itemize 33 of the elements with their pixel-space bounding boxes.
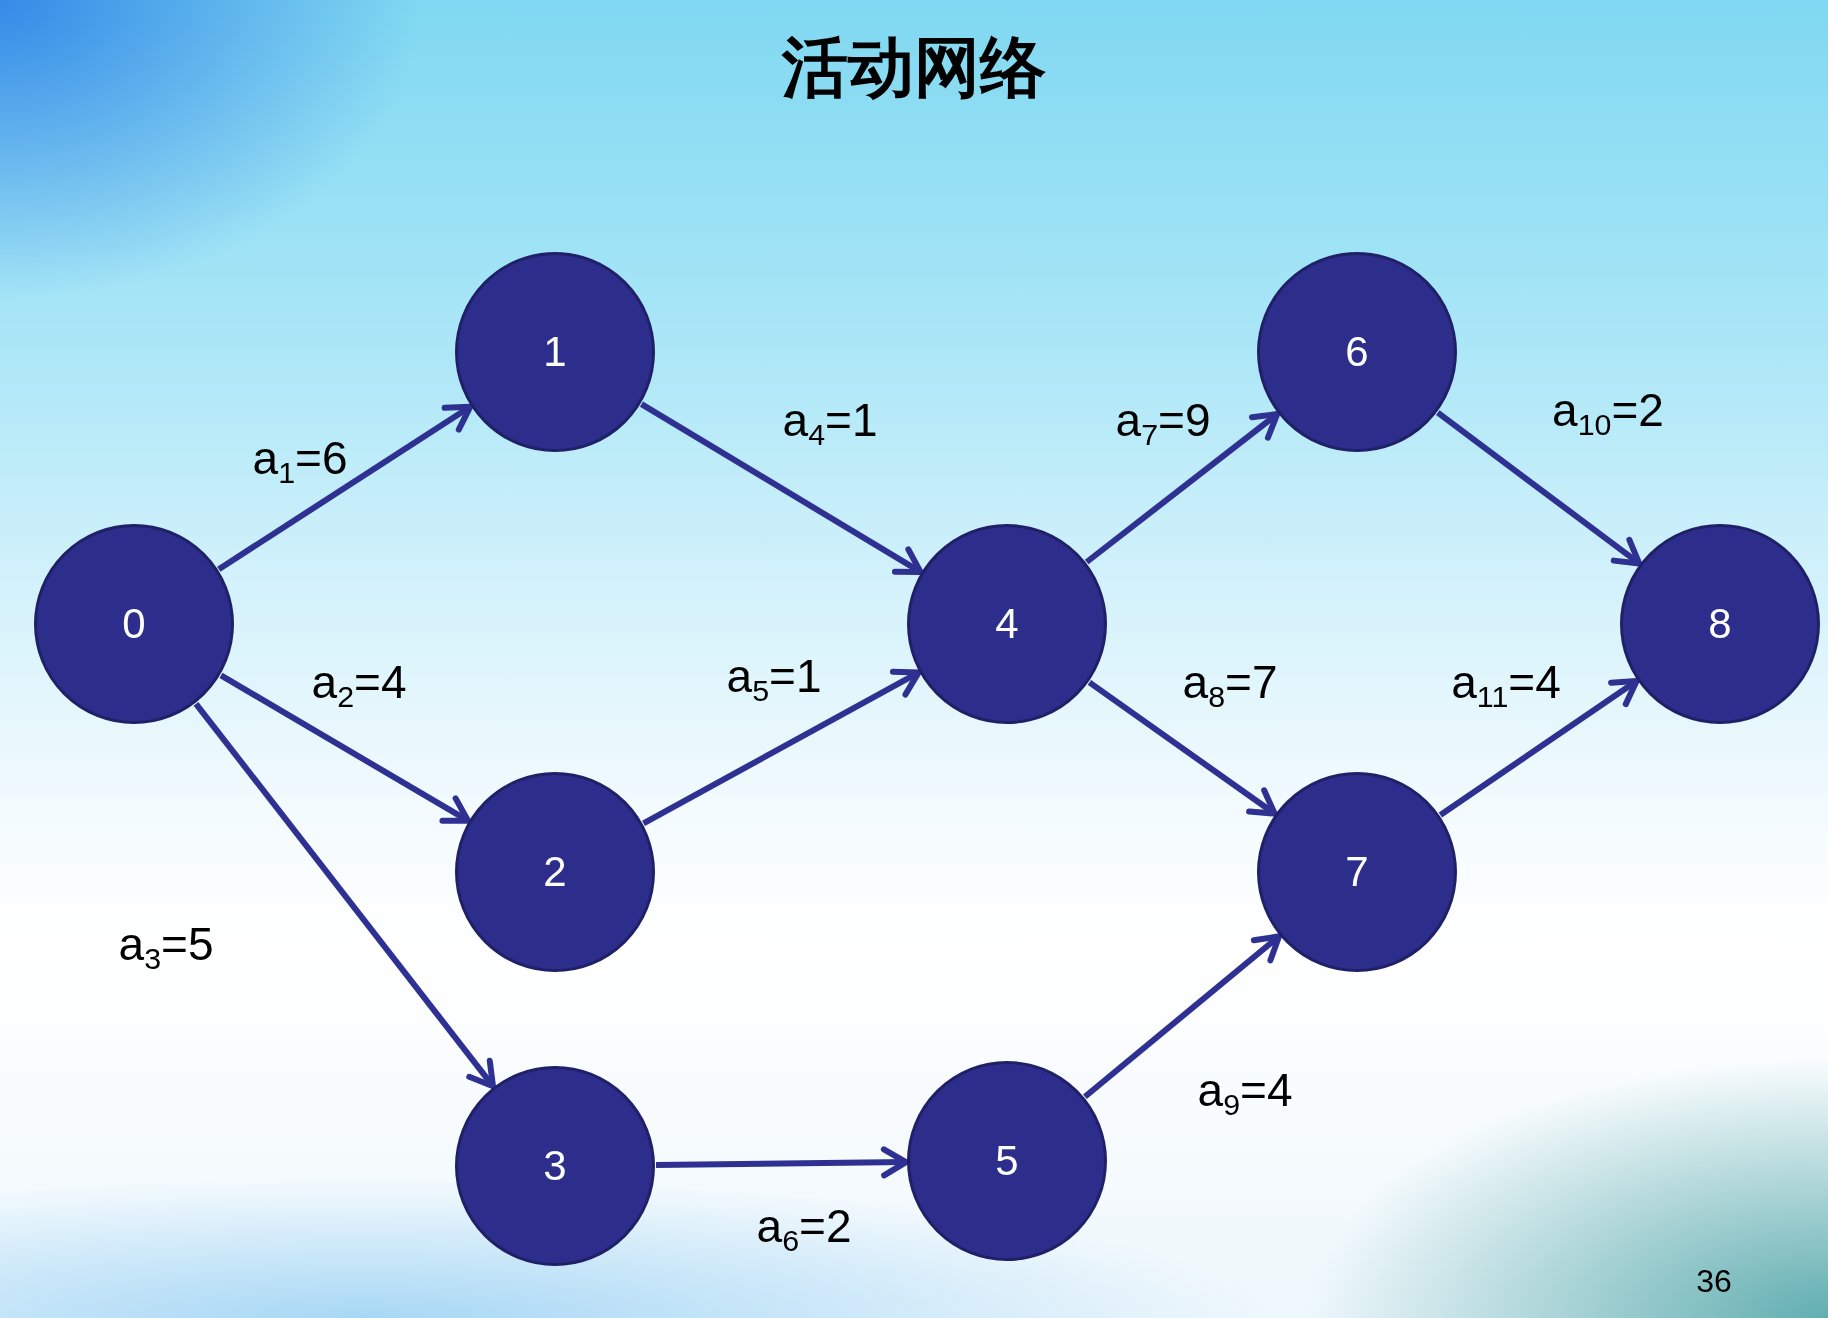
arrow [193,701,496,1090]
edge-label: a$_{5}$=1 [726,650,822,702]
edge-label: a$_{8}$=7 [1182,656,1278,708]
arrow [642,668,922,827]
node-number: 5 [995,1140,1019,1182]
edge-label: a$_{7}$=9 [1115,394,1211,446]
edge-label: a$_{3}$=5 [118,918,214,970]
arrow [1087,679,1278,817]
arrow [219,672,471,824]
node-number: 7 [1345,851,1369,893]
node-number: 0 [122,603,146,645]
edge-label: a$_{10}$=2 [1552,384,1664,436]
title: 活动网络 [782,31,1046,105]
node-number: 6 [1345,331,1369,373]
page-number: 36 [1696,1264,1732,1300]
arrow [1083,933,1283,1099]
edge-label: a$_{1}$=6 [252,432,348,484]
arrow [1084,411,1281,565]
arrow [1436,410,1643,567]
edge-label: a$_{6}$=2 [756,1200,852,1252]
arrow [217,403,474,572]
node-number: 2 [543,851,567,893]
edge-label: a$_{4}$=1 [782,394,878,446]
edge-label: a$_{2}$=4 [311,656,407,708]
arrow [639,401,924,575]
node-number: 4 [995,603,1019,645]
arrow [655,1146,909,1179]
node-number: 3 [543,1145,567,1187]
node-number: 8 [1708,603,1732,645]
edge-label: a$_{11}$=4 [1451,656,1561,708]
arrow [1438,678,1640,818]
node-number: 1 [543,331,567,373]
edge-label: a$_{9}$=4 [1197,1064,1293,1116]
